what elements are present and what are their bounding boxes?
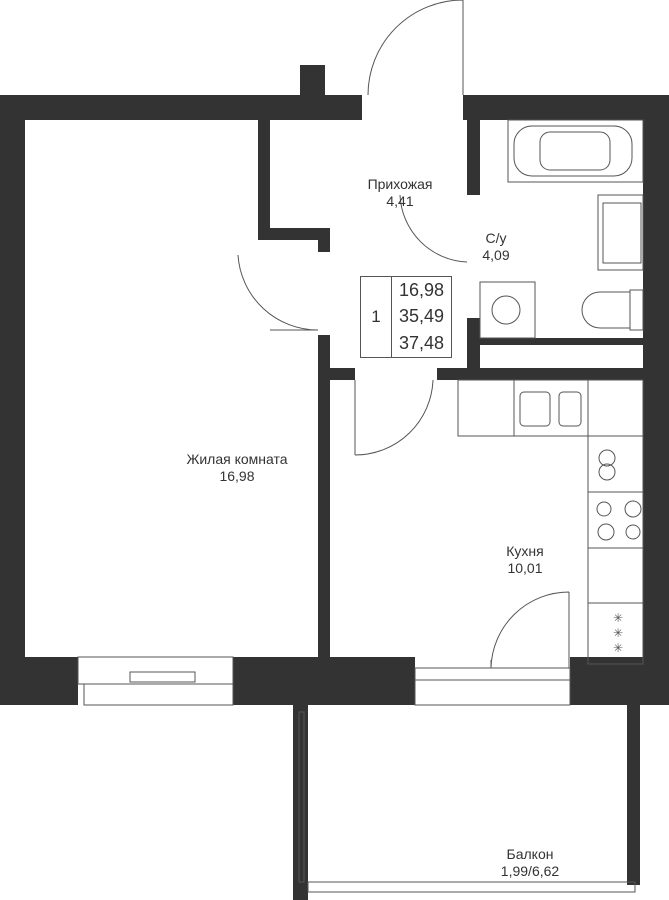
room-name: Прихожая — [367, 176, 433, 192]
room-label-bathroom: С/у 4,09 — [482, 230, 509, 264]
room-label-hallway: Прихожая 4,41 — [368, 176, 433, 210]
living-area: 16,98 — [398, 279, 445, 300]
room-label-living-room: Жилая комната 16,98 — [186, 451, 287, 485]
walls — [0, 65, 669, 900]
room-area: 16,98 — [219, 468, 255, 484]
room-area: 10,01 — [507, 560, 543, 576]
room-name: Балкон — [506, 846, 554, 862]
fixtures — [77, 0, 644, 893]
area-summary-box: 1 16,98 35,49 37,48 — [360, 276, 452, 358]
room-name: Кухня — [506, 543, 544, 559]
room-area: 4,41 — [386, 193, 414, 209]
total-area: 35,49 — [398, 306, 445, 327]
svg-text:✳: ✳ — [613, 641, 623, 655]
svg-text:✳: ✳ — [613, 611, 623, 625]
total-with-balcony: 37,48 — [398, 333, 445, 354]
room-name: Жилая комната — [186, 451, 288, 467]
room-name: С/у — [485, 230, 507, 246]
room-area: 1,99/6,62 — [500, 863, 560, 879]
room-area: 4,09 — [482, 247, 510, 263]
fridge-snowflake-icons: ✳✳✳ — [613, 611, 623, 655]
room-label-kitchen: Кухня 10,01 — [506, 543, 543, 577]
rooms-count: 1 — [361, 277, 392, 357]
svg-text:✳: ✳ — [613, 626, 623, 640]
room-label-balcony: Балкон 1,99/6,62 — [501, 846, 559, 880]
